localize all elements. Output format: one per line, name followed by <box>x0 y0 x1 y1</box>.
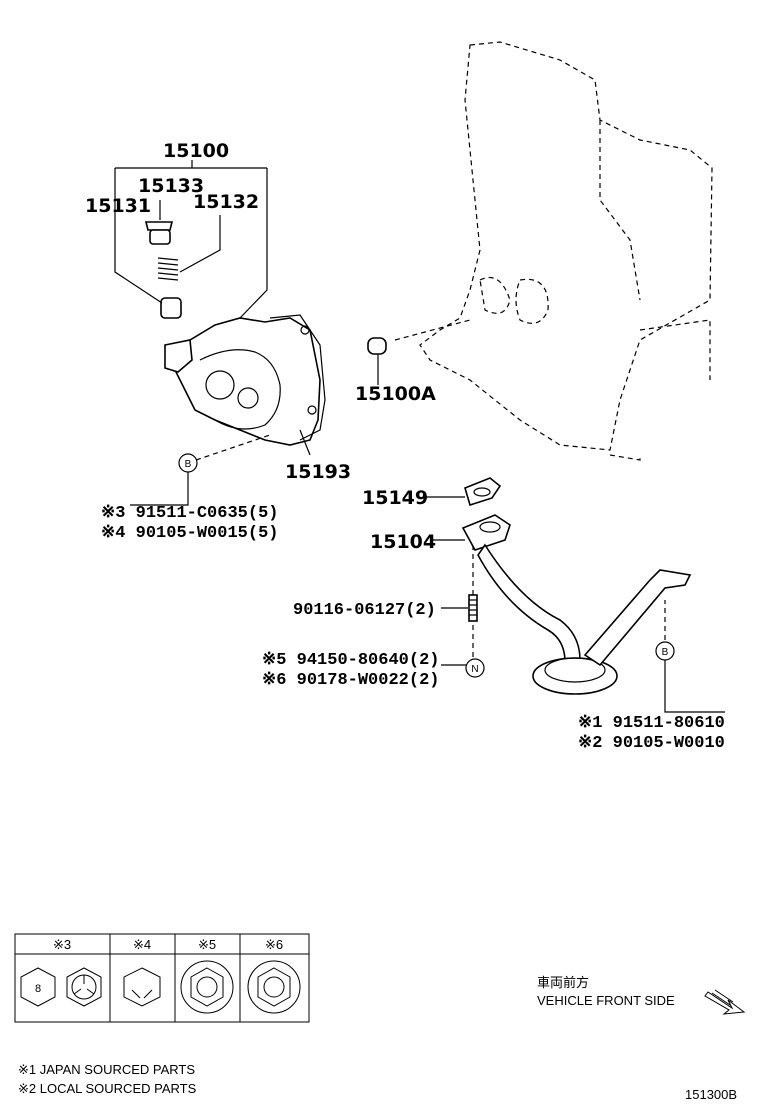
direction-label-jp: 車両前方 <box>537 975 589 990</box>
table-header-4: ※4 <box>133 937 151 952</box>
front-arrow-icon <box>704 989 746 1015</box>
oil-pump-housing <box>164 317 321 446</box>
gasket-15149 <box>464 477 502 507</box>
label-15104: 15104 <box>370 531 436 553</box>
label-bolt-b-right-1: ※1 91511-80610 <box>578 714 725 733</box>
hex-bolt-8-icon: 8 <box>20 967 56 1007</box>
label-bolt-b-right-2: ※2 90105-W0010 <box>578 734 725 753</box>
table-header-5: ※5 <box>198 937 216 952</box>
leader-lines <box>114 160 725 713</box>
label-15100a: 15100A <box>355 383 436 405</box>
direction-label-en: VEHICLE FRONT SIDE <box>537 993 675 1008</box>
label-nut-1: ※5 94150-80640(2) <box>262 651 439 670</box>
label-15193: 15193 <box>285 461 351 483</box>
marker-b-left: B <box>178 453 198 473</box>
flange-nut-icon <box>180 960 234 1014</box>
label-bolt-b-left-1: ※3 91511-C0635(5) <box>101 504 278 523</box>
gasket-15193 <box>269 314 326 441</box>
diagram-id: 151300B <box>685 1087 737 1102</box>
flange-nut-2-icon <box>247 960 301 1014</box>
table-header-6: ※6 <box>265 937 283 952</box>
hex-bolt-8-label: 8 <box>35 983 41 995</box>
label-nut-2: ※6 90178-W0022(2) <box>262 671 439 690</box>
fastener-legend-table: ※3 ※4 ※5 ※6 8 <box>14 933 310 1023</box>
label-15100: 15100 <box>163 140 229 162</box>
label-stud: 90116-06127(2) <box>293 601 436 620</box>
engine-block-outline <box>394 41 713 461</box>
note-japan-sourced: ※1 JAPAN SOURCED PARTS <box>18 1062 195 1077</box>
label-bolt-b-left-2: ※4 90105-W0015(5) <box>101 524 278 543</box>
relief-valve-15131 <box>160 297 182 319</box>
table-header-3: ※3 <box>53 937 71 952</box>
relief-valve-spring-15132 <box>157 257 179 281</box>
marker-b-right-label: B <box>662 647 669 658</box>
label-15132: 15132 <box>193 191 259 213</box>
marker-n: N <box>465 658 485 678</box>
marker-b-left-label: B <box>185 459 192 470</box>
plug-15100a <box>367 337 387 355</box>
marker-b-right: B <box>655 641 675 661</box>
label-15133: 15133 <box>138 175 204 197</box>
label-15131: 15131 <box>85 195 151 217</box>
marker-n-label: N <box>471 664 478 675</box>
stud-90116 <box>468 594 478 622</box>
relief-valve-plug-15133 <box>144 221 174 245</box>
hex-bolt-lines-icon <box>123 967 161 1007</box>
label-15149: 15149 <box>362 487 428 509</box>
hex-bolt-marked-icon <box>66 967 102 1007</box>
oil-strainer-15104 <box>461 514 692 695</box>
note-local-sourced: ※2 LOCAL SOURCED PARTS <box>18 1081 197 1096</box>
